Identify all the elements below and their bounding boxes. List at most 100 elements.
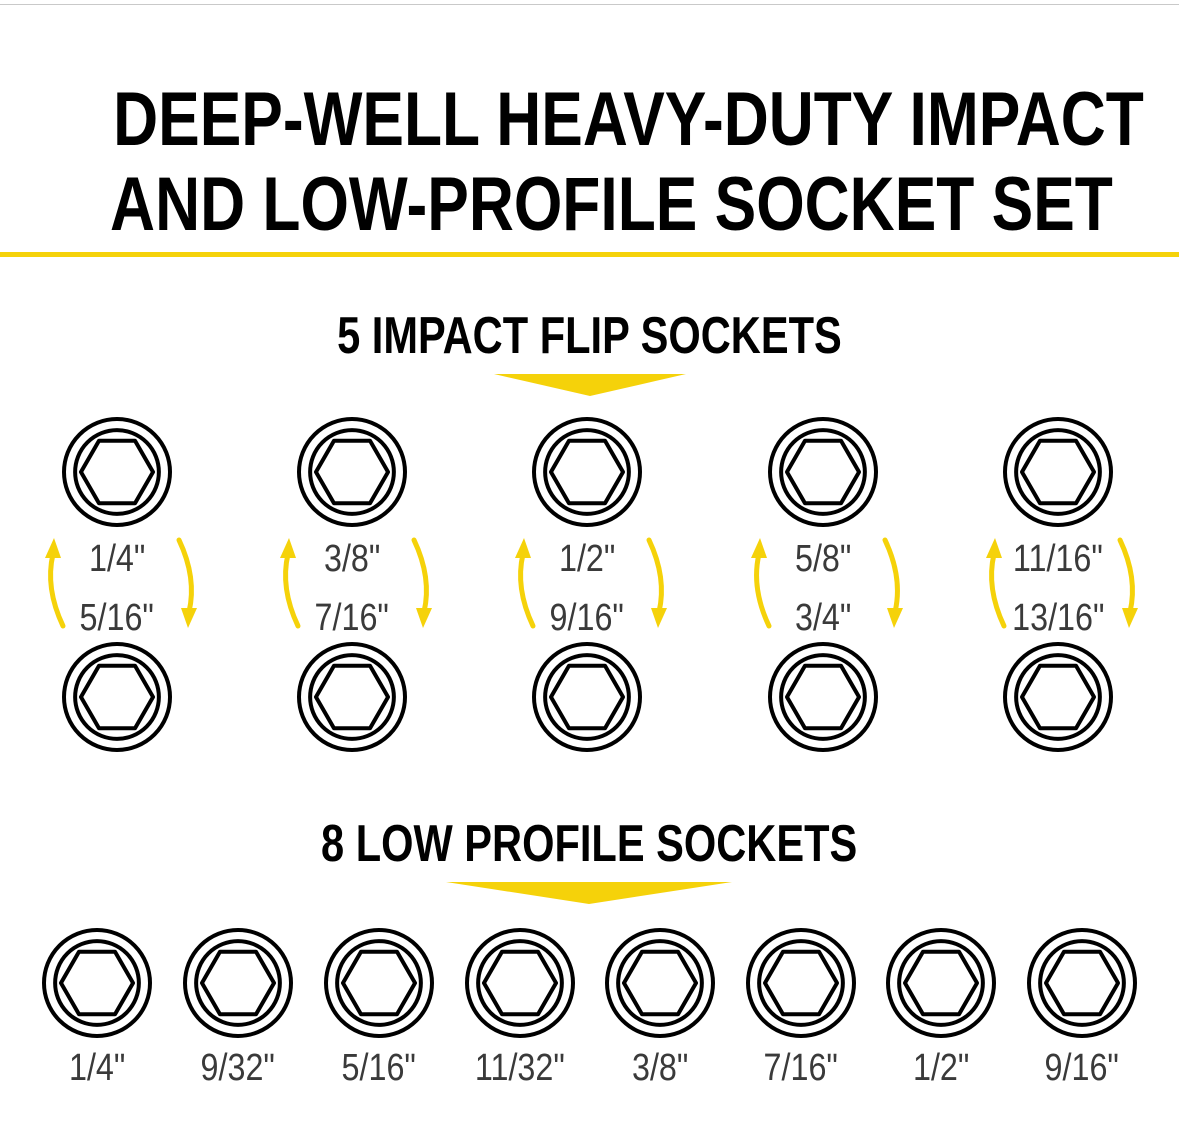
impact-top-size-label-1: 1/4" <box>88 538 146 580</box>
socket-hex-opening <box>1043 949 1121 1017</box>
socket-hex-opening <box>78 663 156 731</box>
impact-top-size-label-3: 1/2" <box>558 538 616 580</box>
impact-bottom-size-label-3: 9/16" <box>549 597 625 639</box>
impact-socket-top-2 <box>297 417 407 527</box>
flip-arrow-up-icon-4 <box>751 538 772 629</box>
socket-inner-ring <box>194 939 282 1027</box>
low-profile-size-label-6: 7/16" <box>763 1047 839 1089</box>
low-profile-section-heading: 8 LOW PROFILE SOCKETS <box>321 815 858 873</box>
socket-outer-ring <box>532 642 642 752</box>
impact-bottom-size-label-2: 7/16" <box>314 597 390 639</box>
impact-top-size-label-4: 5/8" <box>794 538 852 580</box>
impact-socket-bottom-3 <box>532 642 642 752</box>
title-line-1: DEEP-WELL HEAVY-DUTY IMPACT <box>113 77 1144 162</box>
flip-arrow-down-icon-1 <box>176 537 197 628</box>
low-profile-socket-4 <box>465 928 575 1038</box>
low-profile-socket-6 <box>746 928 856 1038</box>
socket-inner-ring <box>543 428 631 516</box>
socket-inner-ring <box>616 939 704 1027</box>
socket-hex-opening <box>313 438 391 506</box>
socket-hex-opening <box>481 949 559 1017</box>
socket-inner-ring <box>73 428 161 516</box>
socket-outer-ring <box>324 928 434 1038</box>
socket-inner-ring <box>543 653 631 741</box>
impact-socket-top-4 <box>768 417 878 527</box>
impact-socket-bottom-2 <box>297 642 407 752</box>
socket-hex-opening <box>78 438 156 506</box>
socket-hex-opening <box>902 949 980 1017</box>
socket-inner-ring <box>73 653 161 741</box>
top-divider <box>0 4 1179 5</box>
socket-inner-ring <box>897 939 985 1027</box>
low-profile-socket-5 <box>605 928 715 1038</box>
impact-bottom-size-label-5: 13/16" <box>1011 597 1105 639</box>
socket-outer-ring <box>768 417 878 527</box>
impact-down-pointer-icon <box>494 374 686 396</box>
flip-arrow-down-icon-5 <box>1117 537 1138 628</box>
socket-hex-opening <box>548 438 626 506</box>
socket-inner-ring <box>308 653 396 741</box>
socket-outer-ring <box>62 642 172 752</box>
impact-socket-bottom-5 <box>1003 642 1113 752</box>
socket-inner-ring <box>1014 653 1102 741</box>
flip-arrow-up-icon-5 <box>986 538 1007 629</box>
low-profile-socket-8 <box>1027 928 1137 1038</box>
flip-arrow-up-icon-2 <box>280 538 301 629</box>
impact-bottom-size-label-4: 3/4" <box>794 597 852 639</box>
socket-outer-ring <box>768 642 878 752</box>
title-line-2: AND LOW-PROFILE SOCKET SET <box>110 162 1113 247</box>
socket-outer-ring <box>532 417 642 527</box>
socket-inner-ring <box>476 939 564 1027</box>
flip-arrow-down-icon-2 <box>411 537 432 628</box>
flip-arrow-down-icon-3 <box>646 537 667 628</box>
impact-socket-top-1 <box>62 417 172 527</box>
socket-hex-opening <box>1019 438 1097 506</box>
impact-section-heading: 5 IMPACT FLIP SOCKETS <box>337 307 842 365</box>
impact-socket-bottom-4 <box>768 642 878 752</box>
socket-hex-opening <box>58 949 136 1017</box>
socket-hex-opening <box>1019 663 1097 731</box>
socket-hex-opening <box>548 663 626 731</box>
low-profile-socket-1 <box>42 928 152 1038</box>
title-underline <box>0 252 1179 257</box>
socket-outer-ring <box>42 928 152 1038</box>
socket-outer-ring <box>465 928 575 1038</box>
socket-hex-opening <box>784 438 862 506</box>
low-profile-size-label-7: 1/2" <box>912 1047 970 1089</box>
socket-hex-opening <box>199 949 277 1017</box>
socket-outer-ring <box>183 928 293 1038</box>
low-profile-size-label-1: 1/4" <box>68 1047 126 1089</box>
socket-outer-ring <box>605 928 715 1038</box>
socket-hex-opening <box>313 663 391 731</box>
socket-inner-ring <box>53 939 141 1027</box>
low-profile-down-pointer-icon <box>446 882 732 904</box>
low-profile-size-label-5: 3/8" <box>631 1047 689 1089</box>
impact-top-size-label-2: 3/8" <box>323 538 381 580</box>
socket-outer-ring <box>1003 417 1113 527</box>
socket-hex-opening <box>784 663 862 731</box>
socket-outer-ring <box>886 928 996 1038</box>
low-profile-size-label-8: 9/16" <box>1044 1047 1120 1089</box>
socket-hex-opening <box>762 949 840 1017</box>
socket-inner-ring <box>779 653 867 741</box>
socket-inner-ring <box>779 428 867 516</box>
socket-outer-ring <box>297 642 407 752</box>
socket-hex-opening <box>340 949 418 1017</box>
low-profile-socket-2 <box>183 928 293 1038</box>
socket-outer-ring <box>62 417 172 527</box>
impact-top-size-label-5: 11/16" <box>1013 538 1103 580</box>
impact-bottom-size-label-1: 5/16" <box>79 597 155 639</box>
socket-inner-ring <box>1038 939 1126 1027</box>
low-profile-size-label-4: 11/32" <box>475 1047 565 1089</box>
socket-inner-ring <box>757 939 845 1027</box>
socket-hex-opening <box>621 949 699 1017</box>
flip-arrow-up-icon-1 <box>45 538 66 629</box>
low-profile-socket-7 <box>886 928 996 1038</box>
impact-socket-bottom-1 <box>62 642 172 752</box>
socket-outer-ring <box>1003 642 1113 752</box>
impact-socket-top-3 <box>532 417 642 527</box>
low-profile-size-label-3: 5/16" <box>341 1047 417 1089</box>
socket-outer-ring <box>297 417 407 527</box>
socket-inner-ring <box>308 428 396 516</box>
socket-outer-ring <box>1027 928 1137 1038</box>
